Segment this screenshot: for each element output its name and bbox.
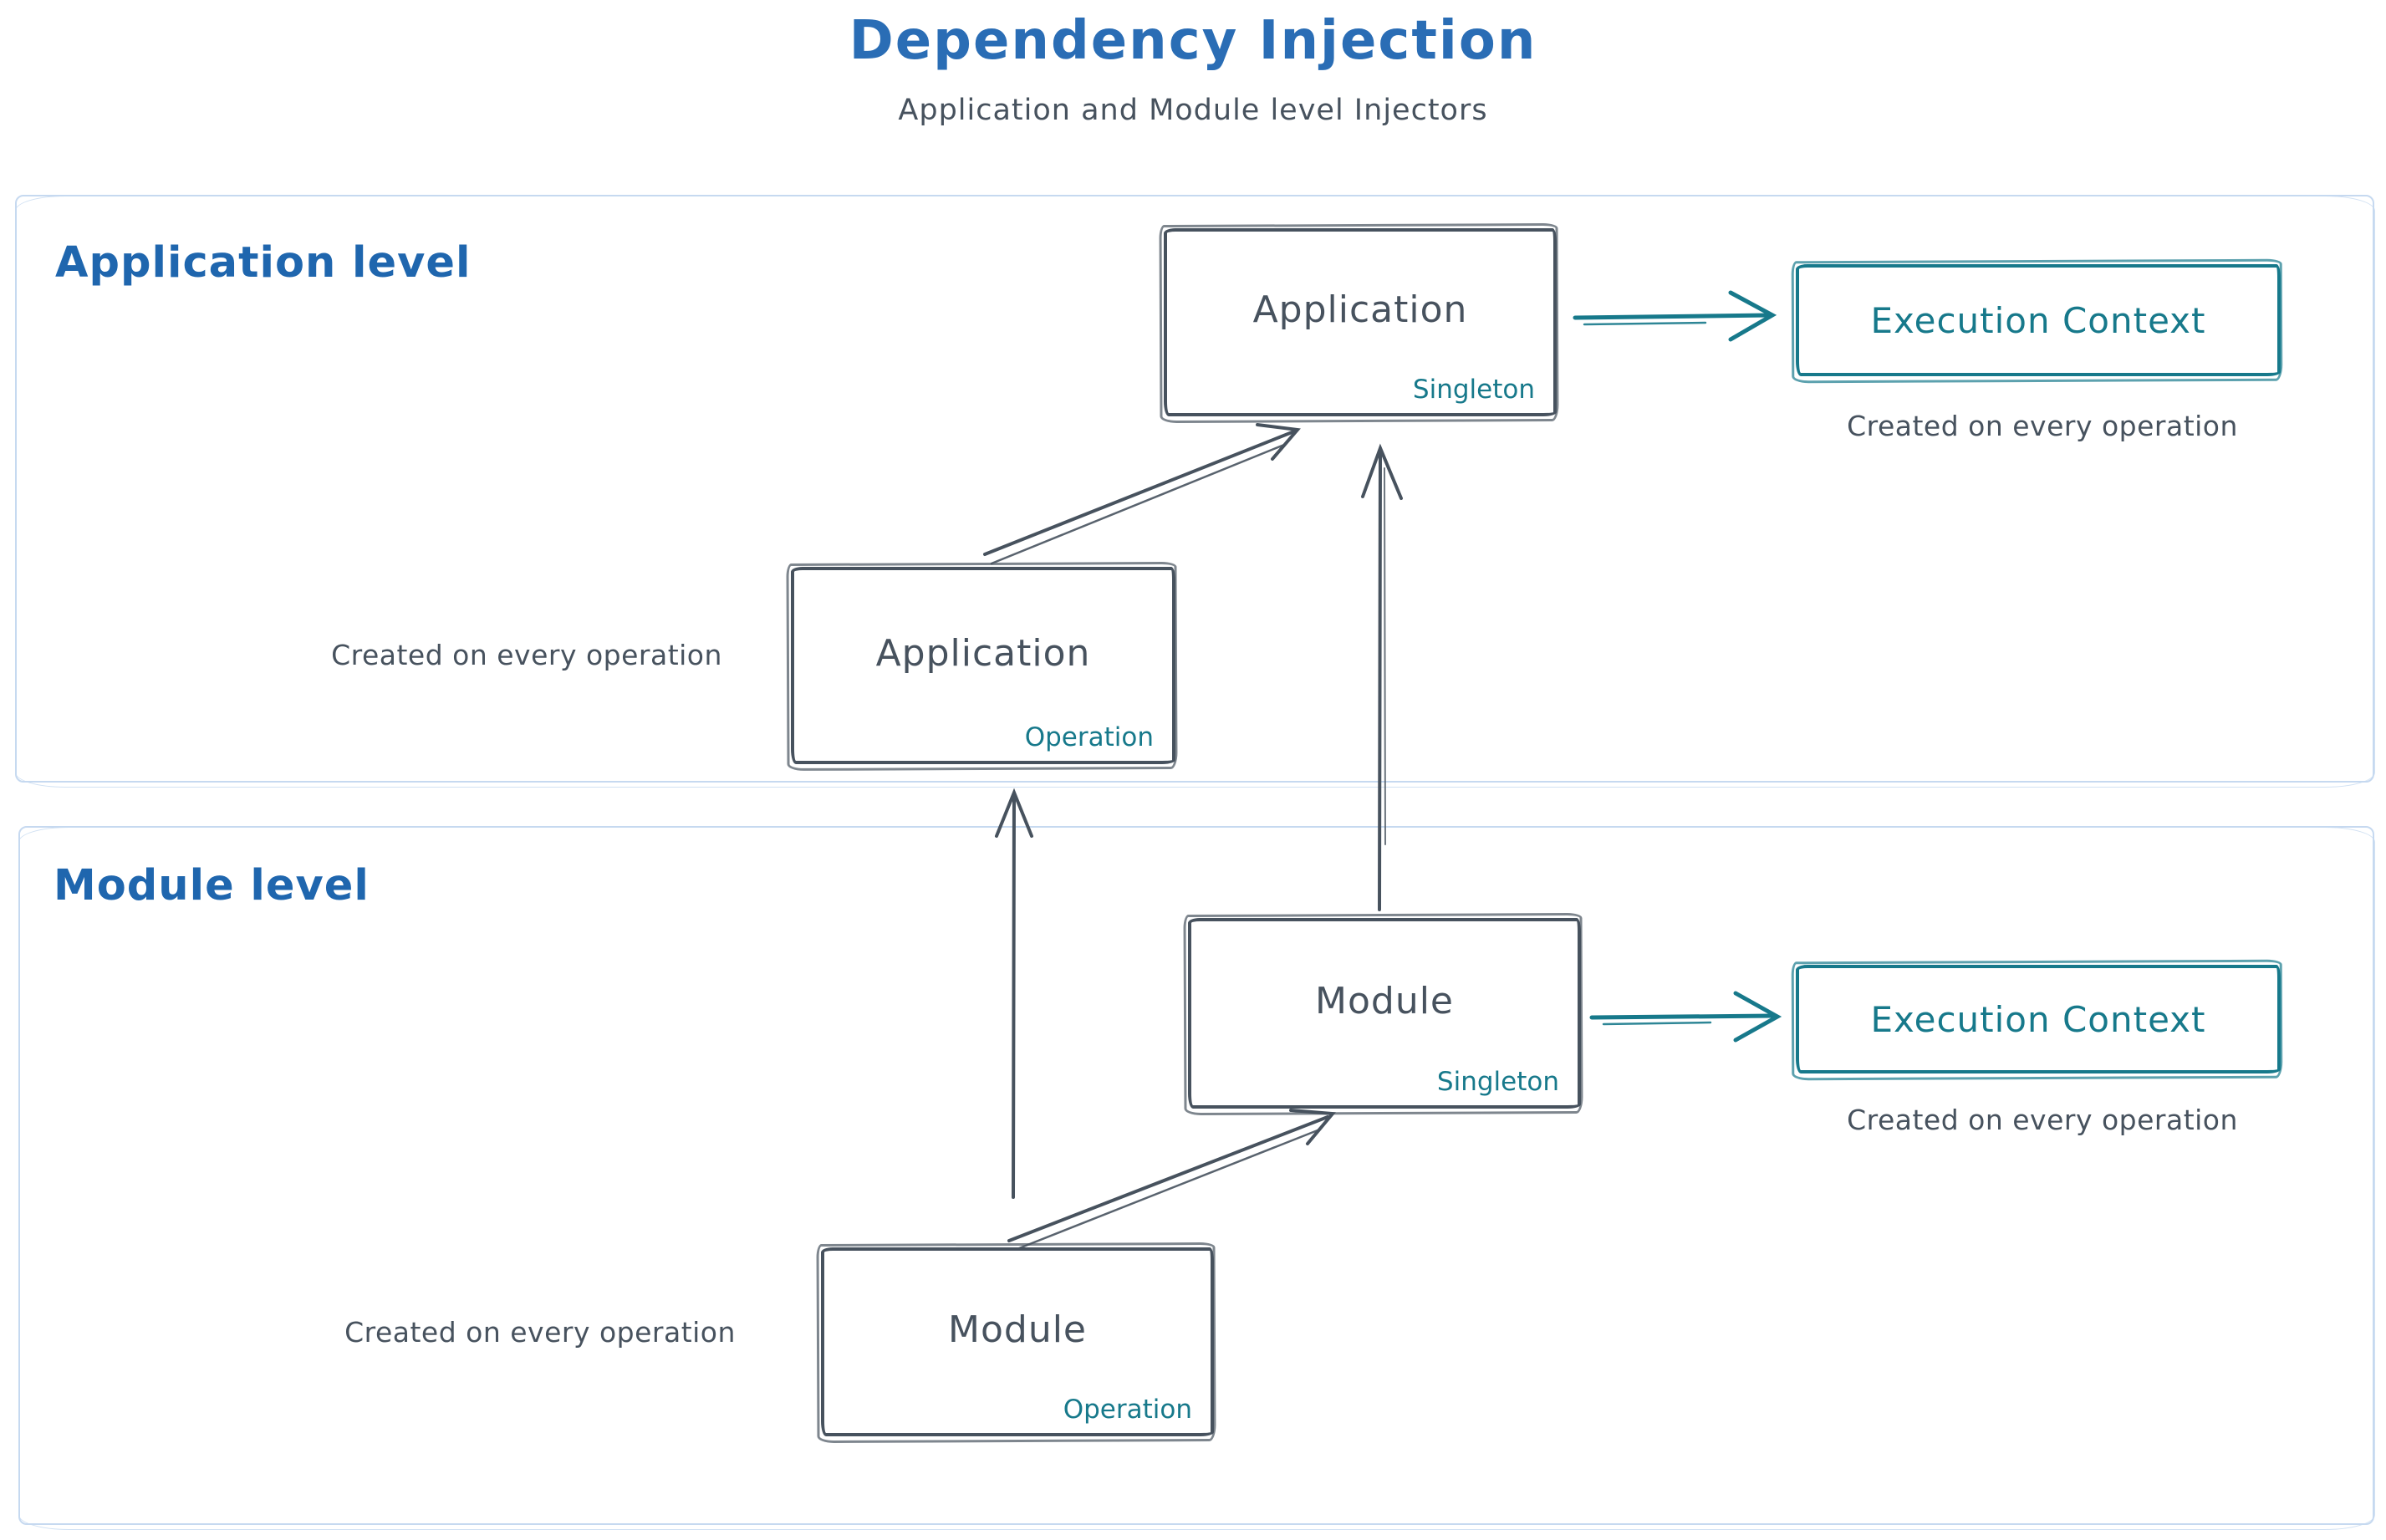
application-execution-context-box: Execution Context bbox=[1796, 264, 2281, 376]
application-operation-scope-label: Operation bbox=[1024, 722, 1154, 752]
application-singleton-box: Application Singleton bbox=[1164, 228, 1557, 416]
application-operation-caption: Created on every operation bbox=[331, 639, 722, 671]
application-level-label: Application level bbox=[55, 238, 472, 288]
application-operation-title: Application bbox=[875, 631, 1091, 675]
module-singleton-scope-label: Singleton bbox=[1436, 1067, 1559, 1097]
application-singleton-scope-label: Singleton bbox=[1412, 375, 1535, 405]
module-execution-context-caption: Created on every operation bbox=[1847, 1104, 2238, 1136]
diagram-header: Dependency Injection Application and Mod… bbox=[0, 10, 2386, 127]
module-execution-context-box: Execution Context bbox=[1796, 965, 2281, 1073]
module-level-label: Module level bbox=[54, 861, 370, 910]
module-operation-box: Module Operation bbox=[821, 1247, 1214, 1436]
application-execution-context-caption: Created on every operation bbox=[1847, 410, 2238, 442]
module-operation-scope-label: Operation bbox=[1063, 1395, 1192, 1425]
module-operation-caption: Created on every operation bbox=[344, 1316, 736, 1349]
application-singleton-title: Application bbox=[1252, 288, 1468, 331]
diagram-subtitle: Application and Module level Injectors bbox=[898, 94, 1488, 127]
diagram-title: Dependency Injection bbox=[849, 10, 1537, 72]
application-execution-context-title: Execution Context bbox=[1870, 299, 2206, 341]
module-singleton-title: Module bbox=[1315, 979, 1454, 1022]
module-execution-context-title: Execution Context bbox=[1870, 998, 2206, 1040]
module-operation-title: Module bbox=[948, 1308, 1087, 1351]
application-operation-box: Application Operation bbox=[791, 567, 1175, 764]
module-singleton-box: Module Singleton bbox=[1188, 918, 1581, 1109]
